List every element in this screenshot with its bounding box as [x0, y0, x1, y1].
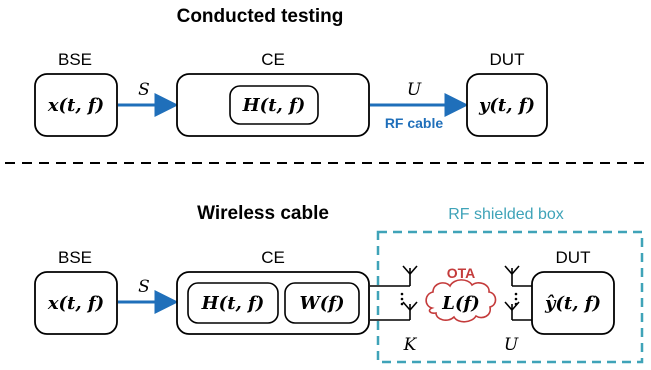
antenna-count-u: U: [504, 335, 519, 355]
conducted-dut-signal: y(t, f): [478, 95, 535, 116]
conducted-bse-signal: x(t, f): [47, 95, 104, 116]
wireless-ce-channel: H(t, f): [201, 293, 265, 314]
left-antenna-array: [370, 265, 418, 321]
wireless-dut-signal: ŷ(t, f): [544, 293, 601, 314]
wireless-bse-box: [34, 271, 118, 335]
ota-cloud: [425, 279, 497, 323]
wireless-title: Wireless cable: [197, 203, 329, 224]
wireless-ce-channel-box: [187, 282, 279, 324]
conducted-bse-label: BSE: [58, 50, 92, 69]
conducted-link-u: U: [407, 80, 422, 100]
shield-box: [376, 230, 644, 364]
wireless-ce-weights: W(f): [300, 293, 345, 314]
conducted-cable-label: RF cable: [385, 115, 444, 131]
wireless-dut-label: DUT: [556, 248, 591, 267]
conducted-ce-label: CE: [261, 50, 285, 69]
conducted-title: Conducted testing: [177, 6, 344, 27]
conducted-bse-box: [34, 73, 118, 137]
left-antenna-dots: [400, 292, 404, 306]
shield-box-label: RF shielded box: [448, 206, 564, 223]
conducted-dut-box: [466, 73, 548, 137]
wireless-ce-weights-box: [284, 282, 360, 324]
wireless-link-s: S: [138, 277, 150, 297]
conducted-dut-label: DUT: [490, 50, 525, 69]
conducted-link-s: S: [138, 80, 150, 100]
conducted-ce-channel: H(t, f): [242, 95, 306, 116]
ota-label: OTA: [447, 265, 476, 281]
right-antenna-array: [504, 265, 532, 321]
wireless-ce-label: CE: [261, 248, 285, 267]
ota-channel: L(f): [441, 293, 479, 314]
wireless-bse-label: BSE: [58, 248, 92, 267]
wireless-dut-box: [531, 271, 615, 335]
wireless-bse-signal: x(t, f): [47, 293, 104, 314]
conducted-ce-channel-box: [229, 85, 319, 125]
antenna-count-k: K: [403, 335, 418, 355]
right-antenna-dots: [514, 292, 518, 306]
